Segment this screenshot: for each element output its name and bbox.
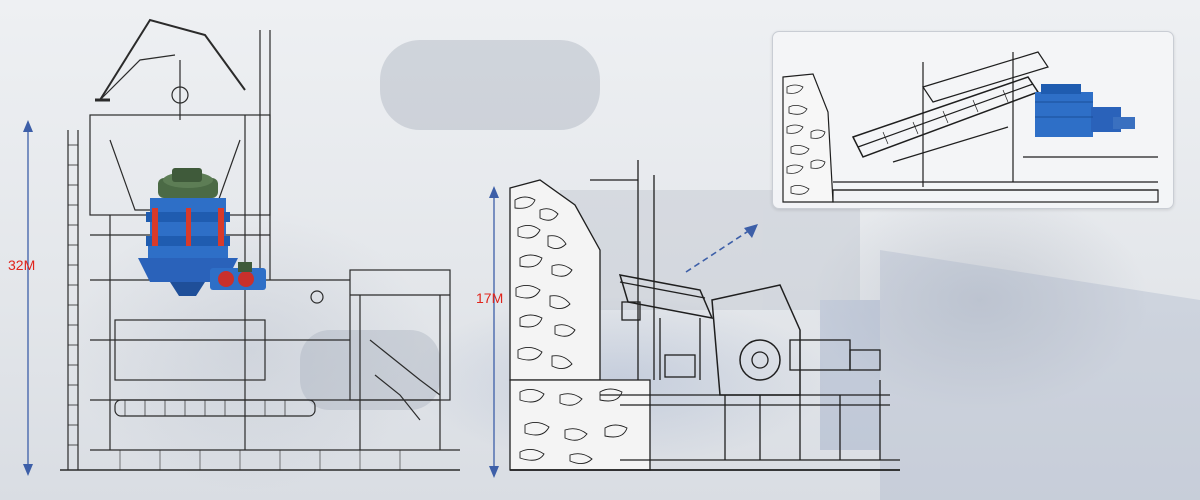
right-height-dimension [489, 186, 499, 478]
cone-crusher-icon [138, 168, 266, 296]
jaw-crusher-detail-drawing [782, 51, 1159, 203]
detail-inset-panel [772, 31, 1174, 209]
left-height-dimension [23, 120, 33, 476]
jaw-crusher-icon [1035, 84, 1135, 137]
background-machinery [300, 40, 1200, 500]
left-height-label: 32M [8, 257, 36, 273]
detail-leader-arrow [685, 224, 758, 273]
right-height-label: 17M [476, 290, 504, 306]
center-station-drawing [509, 160, 900, 471]
